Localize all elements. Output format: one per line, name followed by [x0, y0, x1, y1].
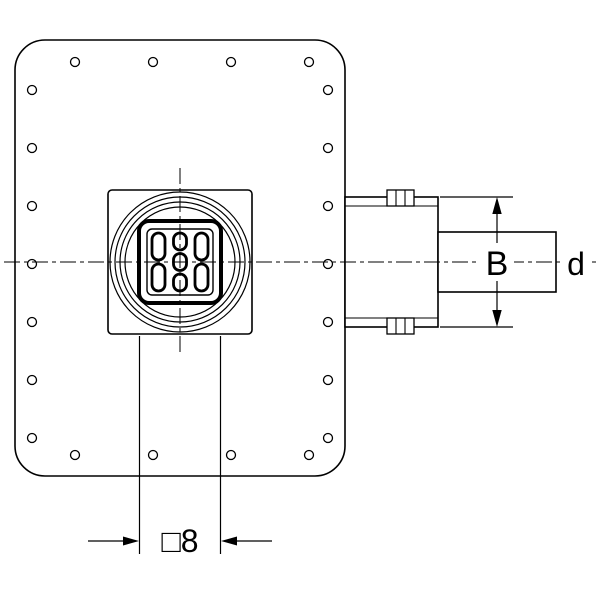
mounting-hole — [322, 316, 334, 328]
mounting-hole — [322, 142, 334, 154]
mounting-hole — [322, 200, 334, 212]
pipe-diameter-label: d — [567, 246, 585, 282]
arrowhead-down — [492, 310, 502, 327]
mounting-hole — [147, 449, 159, 461]
mounting-hole — [322, 258, 334, 270]
mounting-hole — [322, 374, 334, 386]
centerlines — [4, 168, 596, 356]
mounting-hole — [225, 56, 237, 68]
grate-size-label: □8 — [161, 523, 198, 559]
mounting-hole — [26, 432, 38, 444]
mounting-hole — [26, 200, 38, 212]
dimension-grate-size: □8 — [88, 336, 272, 559]
mounting-hole — [26, 374, 38, 386]
arrowhead-up — [492, 197, 502, 214]
mounting-hole — [69, 449, 81, 461]
mounting-hole — [147, 56, 159, 68]
snap-clip-bottom — [386, 317, 415, 335]
snap-clip-top — [386, 189, 415, 207]
arrowhead-left — [221, 536, 237, 546]
mounting-hole — [303, 56, 315, 68]
mounting-hole — [26, 84, 38, 96]
mounting-hole — [322, 432, 334, 444]
dimension-outlet-height: B — [440, 196, 514, 328]
mounting-hole — [225, 449, 237, 461]
arrowhead-right — [123, 536, 139, 546]
pipe-diameter-label-group: d — [564, 245, 589, 282]
outlet-height-label: B — [486, 245, 509, 283]
mounting-hole — [26, 316, 38, 328]
mounting-hole — [322, 84, 334, 96]
mounting-hole — [303, 449, 315, 461]
mounting-hole — [26, 142, 38, 154]
mounting-hole — [69, 56, 81, 68]
mounting-hole — [26, 258, 38, 270]
mounting-holes — [26, 56, 334, 461]
